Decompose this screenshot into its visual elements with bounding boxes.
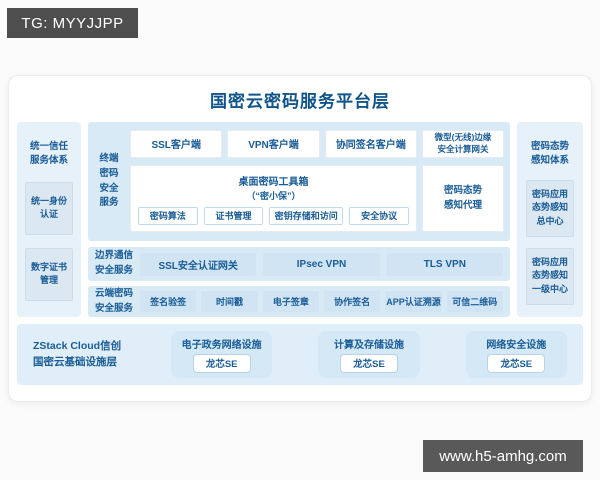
diagram-main-row: 统一信任 服务体系 统一身份 认证 数字证书 管理 终端 密码 安全 服务 SS… <box>17 122 583 317</box>
boundary-comm-label: 边界通信 安全服务 <box>94 250 133 276</box>
app-auth-trace-box: APP认证溯源 <box>385 291 442 312</box>
crypto-algorithm-box: 密码算法 <box>138 206 198 225</box>
boundary-comm-panel: 边界通信 安全服务 SSL安全认证网关 IPsec VPN TLS VPN <box>88 247 510 281</box>
compute-storage-facility-box: 计算及存储设施 龙芯SE <box>318 331 420 378</box>
ipsec-vpn-box: IPsec VPN <box>263 252 380 276</box>
e-seal-box: 电子签章 <box>262 291 319 312</box>
digital-certificate-mgmt-box: 数字证书 管理 <box>25 247 73 301</box>
loongson-se-chip: 龙芯SE <box>192 354 251 373</box>
tls-vpn-box: TLS VPN <box>386 252 503 276</box>
website-watermark: www.h5-amhg.com <box>423 440 583 472</box>
sign-verify-box: 签名验签 <box>140 291 197 312</box>
tg-channel-label: TG: MYYJJPP <box>7 8 138 38</box>
egov-network-facility-box: 电子政务网络设施 龙芯SE <box>171 331 273 378</box>
cloud-crypto-label: 云端密码 安全服务 <box>94 287 133 314</box>
ssl-auth-gateway-box: SSL安全认证网关 <box>140 252 257 276</box>
infrastructure-label: ZStack Cloud信创 国密云基础设施层 <box>33 339 122 368</box>
service-layers-column: 终端 密码 安全 服务 SSL客户端 VPN客户端 协同签名客户端 微型(无线)… <box>88 122 510 317</box>
network-security-facility-box: 网络安全设施 龙芯SE <box>465 331 567 378</box>
situation-awareness-title: 密码态势 感知体系 <box>530 141 569 167</box>
infrastructure-boxes: 电子政务网络设施 龙芯SE 计算及存储设施 龙芯SE 网络安全设施 龙芯SE <box>171 331 567 378</box>
platform-diagram-card: 国密云密码服务平台层 统一信任 服务体系 统一身份 认证 数字证书 管理 终端 … <box>8 75 592 402</box>
situation-awareness-agent-box: 密码态势 感知代理 <box>422 164 504 232</box>
unified-trust-panel: 统一信任 服务体系 统一身份 认证 数字证书 管理 <box>17 122 81 317</box>
unified-trust-title: 统一信任 服务体系 <box>29 141 68 167</box>
diagram-title: 国密云密码服务平台层 <box>210 91 390 111</box>
loongson-se-chip: 龙芯SE <box>487 354 546 373</box>
terminal-client-row: SSL客户端 VPN客户端 协同签名客户端 微型(无线)边缘 安全计算网关 <box>130 129 504 158</box>
desktop-crypto-toolbox: 桌面密码工具箱 （“密小保”） 密码算法 证书管理 密钥存储和访问 安全协议 <box>130 164 417 232</box>
cloud-boxes: 签名验签 时间戳 电子签章 协作签名 APP认证溯源 可信二维码 <box>140 291 510 312</box>
trusted-qrcode-box: 可信二维码 <box>446 291 503 312</box>
terminal-toolbox-row: 桌面密码工具箱 （“密小保”） 密码算法 证书管理 密钥存储和访问 安全协议 密… <box>130 164 504 232</box>
loongson-se-chip: 龙芯SE <box>340 354 398 373</box>
toolbox-subtitle: （“密小保”） <box>246 190 301 201</box>
network-security-facility-name: 网络安全设施 <box>486 340 547 351</box>
collab-sign-box: 协作签名 <box>323 291 381 312</box>
toolbox-title: 桌面密码工具箱 <box>238 176 309 188</box>
boundary-boxes: SSL安全认证网关 IPsec VPN TLS VPN <box>140 252 510 276</box>
security-protocol-box: 安全协议 <box>349 206 409 225</box>
awareness-level1-center-box: 密码应用 态势感知 一级中心 <box>526 247 574 305</box>
vpn-client-box: VPN客户端 <box>227 129 320 158</box>
compute-storage-facility-name: 计算及存储设施 <box>333 340 404 351</box>
key-storage-access-box: 密钥存储和访问 <box>269 206 344 225</box>
co-sign-client-box: 协同签名客户端 <box>324 129 417 158</box>
terminal-crypto-panel: 终端 密码 安全 服务 SSL客户端 VPN客户端 协同签名客户端 微型(无线)… <box>88 122 510 241</box>
toolbox-items: 密码算法 证书管理 密钥存储和访问 安全协议 <box>138 206 409 225</box>
timestamp-box: 时间戳 <box>201 291 258 312</box>
infrastructure-panel: ZStack Cloud信创 国密云基础设施层 电子政务网络设施 龙芯SE 计算… <box>17 324 583 385</box>
situation-awareness-panel: 密码态势 感知体系 密码应用 态势感知 总中心 密码应用 态势感知 一级中心 <box>517 122 583 317</box>
edge-gateway-box: 微型(无线)边缘 安全计算网关 <box>421 129 504 158</box>
egov-network-facility-name: 电子政务网络设施 <box>181 340 262 351</box>
terminal-crypto-content: SSL客户端 VPN客户端 协同签名客户端 微型(无线)边缘 安全计算网关 桌面… <box>130 122 510 242</box>
ssl-client-box: SSL客户端 <box>130 129 223 158</box>
unified-identity-auth-box: 统一身份 认证 <box>25 181 73 235</box>
cert-management-box: 证书管理 <box>203 206 264 225</box>
awareness-general-center-box: 密码应用 态势感知 总中心 <box>526 179 574 237</box>
cloud-crypto-panel: 云端密码 安全服务 签名验签 时间戳 电子签章 协作签名 APP认证溯源 可信二… <box>88 286 510 317</box>
terminal-crypto-label: 终端 密码 安全 服务 <box>99 153 119 209</box>
